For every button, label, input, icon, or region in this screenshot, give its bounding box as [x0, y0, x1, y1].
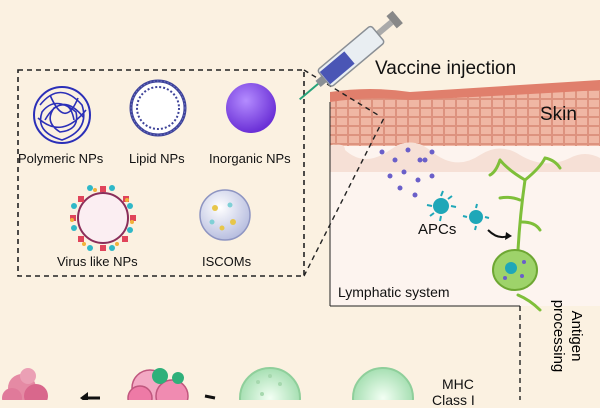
- lymphatic-cell: [488, 156, 562, 312]
- virus-like-np-label: Virus like NPs: [57, 254, 138, 269]
- skin-label: Skin: [540, 104, 577, 125]
- vaccine-injection-label: Vaccine injection: [375, 58, 517, 79]
- connector-line-bottom: [303, 117, 385, 277]
- lymphatic-system-label: Lymphatic system: [338, 284, 450, 300]
- lipid-np-icon: [129, 79, 187, 137]
- polymeric-np-icon: [33, 86, 91, 144]
- polymeric-np-label: Polymeric NPs: [18, 151, 104, 166]
- iscoms-label: ISCOMs: [202, 254, 252, 269]
- apc-cell: [426, 190, 457, 222]
- skin-block: [330, 80, 600, 306]
- lipid-np-label: Lipid NPs: [129, 151, 185, 166]
- antigen-processing-line2: processing: [550, 299, 567, 373]
- t-cell: [352, 367, 414, 400]
- nanoparticle-panel: [17, 69, 385, 277]
- iscoms-icon: [199, 189, 251, 241]
- inorganic-np-icon: [226, 83, 276, 133]
- mhc-label-line1: MHC: [442, 376, 474, 392]
- apcs-label: APCs: [418, 221, 457, 238]
- virus-like-np-icon: [70, 185, 136, 251]
- t-cell: [239, 367, 301, 400]
- apc-cell: [462, 203, 490, 231]
- inorganic-np-label: Inorganic NPs: [209, 151, 291, 166]
- antigen-processing-label: Antigen processing: [545, 286, 585, 386]
- particles: [379, 147, 435, 198]
- tumor-cell-cluster: [127, 368, 189, 400]
- mhc-label-line2: Class I: [432, 392, 475, 408]
- syringe-icon: [299, 10, 403, 101]
- antigen-processing-line1: Antigen: [568, 310, 585, 362]
- dermis: [330, 146, 600, 306]
- dead-tumor-cells: [2, 368, 48, 400]
- connector-line-top: [303, 69, 379, 116]
